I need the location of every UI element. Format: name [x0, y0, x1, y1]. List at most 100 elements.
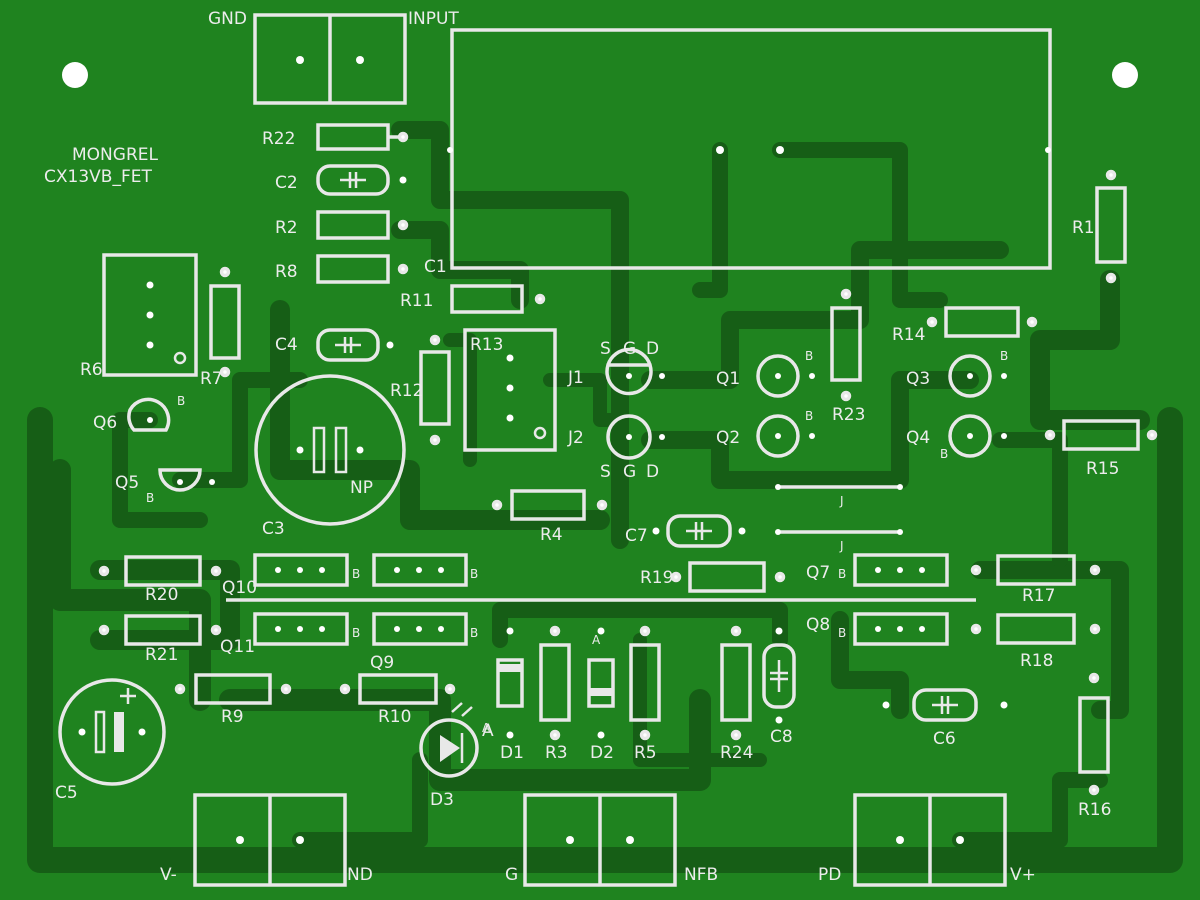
q10b-b-pin: B — [470, 567, 478, 581]
gnd-label: GND — [208, 9, 247, 29]
transistor-q7 — [853, 553, 949, 587]
resistor-r2 — [316, 210, 409, 240]
jfet-j1 — [605, 347, 665, 396]
nfb-label: NFB — [684, 865, 718, 885]
resistor-r11 — [450, 284, 546, 314]
r20-label: R20 — [145, 585, 178, 605]
transistor-q6 — [127, 397, 171, 432]
resistor-r16 — [1078, 672, 1110, 796]
resistor-r9 — [174, 673, 292, 705]
resistor-r24 — [720, 625, 752, 741]
resistor-r20 — [98, 555, 222, 587]
transistor-q5 — [158, 468, 215, 492]
j2-g-pin: G — [623, 462, 636, 482]
r19-label: R19 — [640, 568, 673, 588]
r6-label: R6 — [80, 360, 103, 380]
q6-label: Q6 — [93, 413, 117, 433]
d3-label: D3 — [430, 790, 454, 810]
capacitor-c5 — [58, 678, 166, 786]
q7-b-pin: B — [838, 567, 846, 581]
r7-label: R7 — [200, 369, 223, 389]
jumper-2 — [775, 529, 903, 535]
trimmer-r6 — [102, 253, 198, 377]
c2-label: C2 — [275, 173, 298, 193]
transistor-q11-a — [253, 612, 349, 646]
capacitor-c7 — [652, 514, 746, 548]
resistor-r1 — [1095, 169, 1127, 284]
q4-label: Q4 — [906, 428, 930, 448]
resistor-r3 — [539, 625, 571, 741]
resistor-r21 — [98, 614, 222, 646]
d2-a-pin: A — [592, 633, 601, 647]
input-connector — [253, 13, 407, 105]
q9-b-pin: B — [470, 626, 478, 640]
transistor-q4 — [948, 414, 1007, 458]
c3-label: C3 — [262, 519, 285, 539]
transistor-q9 — [372, 612, 468, 646]
capacitor-c4 — [316, 328, 394, 362]
resistor-r10 — [339, 673, 456, 705]
q10-label: Q10 — [222, 578, 257, 598]
v-minus-label: V- — [160, 865, 177, 885]
d3-a-pin: A — [482, 721, 494, 741]
connector-power-left — [193, 793, 347, 887]
v-plus-label: V+ — [1010, 865, 1036, 885]
r24-label: R24 — [720, 743, 753, 763]
r17-label: R17 — [1022, 586, 1055, 606]
jumper-1 — [775, 484, 903, 490]
copper-traces — [27, 121, 1183, 873]
r22-label: R22 — [262, 129, 295, 149]
r1-label: R1 — [1072, 218, 1095, 238]
q9-label: Q9 — [370, 653, 394, 673]
q3-label: Q3 — [906, 369, 930, 389]
c6-label: C6 — [933, 729, 956, 749]
r15-label: R15 — [1086, 459, 1119, 479]
resistor-r14 — [926, 306, 1038, 338]
transistor-q10-b — [372, 553, 468, 587]
q1-b-pin: B — [805, 349, 813, 363]
resistor-r4 — [491, 489, 608, 521]
board-title-line2: CX13VB_FET — [44, 167, 152, 187]
r14-label: R14 — [892, 325, 925, 345]
board-title-line1: MONGREL — [72, 145, 158, 165]
j2-s-pin: S — [600, 462, 611, 482]
resistor-r23 — [830, 288, 862, 402]
q2-label: Q2 — [716, 428, 740, 448]
capacitor-c2 — [316, 164, 407, 196]
q8-b-pin: B — [838, 626, 846, 640]
j1-s-pin: S — [600, 339, 611, 359]
c7-label: C7 — [625, 526, 648, 546]
q2-b-pin: B — [805, 409, 813, 423]
resistor-r8 — [316, 254, 409, 284]
d2-label: D2 — [590, 743, 614, 763]
transistor-q1 — [756, 354, 815, 398]
r3-label: R3 — [545, 743, 568, 763]
c5-label: C5 — [55, 783, 78, 803]
np-label: NP — [350, 478, 373, 498]
q1-label: Q1 — [716, 369, 740, 389]
transistor-q2 — [756, 414, 815, 458]
transistor-q8 — [853, 612, 949, 646]
j2-label: J2 — [567, 428, 584, 448]
connector-center — [523, 793, 677, 887]
resistor-r7 — [209, 266, 241, 378]
trimmer-r13 — [463, 328, 557, 452]
pd-label: PD — [818, 865, 841, 885]
r10-label: R10 — [378, 707, 411, 727]
resistor-r17 — [970, 554, 1101, 586]
j1-g-pin: G — [623, 339, 636, 359]
r11-label: R11 — [400, 291, 433, 311]
r2-label: R2 — [275, 218, 298, 238]
q5-label: Q5 — [115, 473, 139, 493]
q10a-b-pin: B — [352, 567, 360, 581]
j1-d-pin: D — [646, 339, 659, 359]
q8-label: Q8 — [806, 615, 830, 635]
transistor-q10-a — [253, 553, 349, 587]
diode-d2 — [587, 627, 615, 739]
mounting-hole-right — [1112, 62, 1138, 88]
c4-label: C4 — [275, 335, 298, 355]
diode-d1 — [496, 627, 524, 739]
q11-label: Q11 — [220, 637, 255, 657]
c1-body — [447, 28, 1052, 270]
